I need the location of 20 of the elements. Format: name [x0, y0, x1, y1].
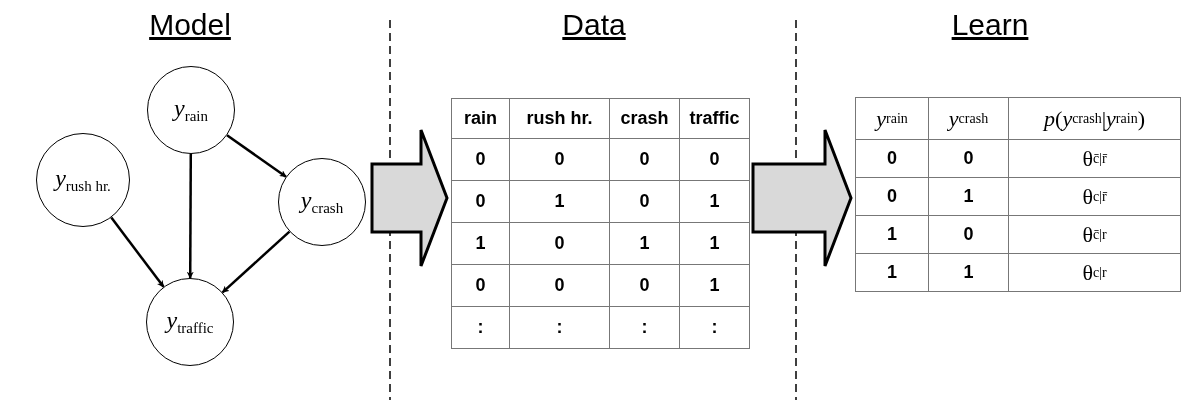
variable-label: y$_{traffic}$ — [166, 307, 214, 337]
table-cell: : — [451, 306, 510, 349]
variable-label: y$_{rain}$ — [174, 95, 208, 125]
block-arrow — [370, 128, 449, 268]
data-table — [855, 97, 1180, 291]
variable-label: y$_{crash}$ — [300, 187, 344, 217]
block-arrow — [751, 128, 853, 268]
data-table — [451, 98, 749, 348]
header-cell: traffic — [679, 98, 750, 139]
section-title: Model — [149, 8, 231, 42]
table-cell: 1 — [855, 253, 929, 292]
arrow — [226, 134, 287, 178]
variable-label: y$_{rush hr.}$ — [55, 165, 111, 195]
header-cell: rain — [451, 98, 510, 139]
arrow — [186, 154, 194, 279]
section-title: Learn — [951, 8, 1029, 42]
section-title: Data — [562, 8, 626, 42]
arrow — [110, 216, 165, 288]
arrow — [221, 230, 291, 294]
table-cell: : — [679, 306, 750, 349]
